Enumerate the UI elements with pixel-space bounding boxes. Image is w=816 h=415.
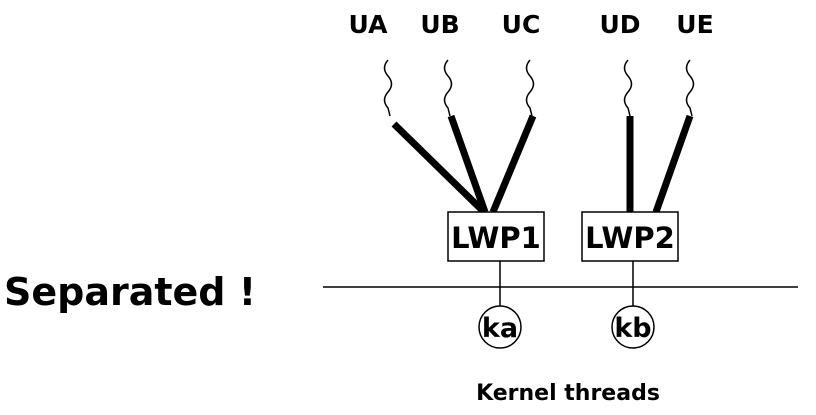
user-thread-wave-uc [525,59,535,117]
user-thread-label-ud: UD [599,10,640,39]
kernel-threads-caption: Kernel threads [476,381,660,406]
user-thread-label-ub: UB [420,10,459,39]
lwp2-label: LWP2 [585,221,675,255]
kernel-thread-kb-circle [611,305,655,349]
user-thread-label-uc: UC [502,10,541,39]
user-thread-wave-ub [443,59,453,117]
user-thread-wave-ud [623,59,633,117]
kernel-thread-ka-label: ka [482,313,518,344]
user-thread-label-ua: UA [349,10,389,39]
connector-uc-lwp1 [489,114,537,214]
user-thread-wave-ue [685,59,695,117]
lwp2-box [581,211,679,262]
kernel-thread-kb-label: kb [614,313,651,344]
user-thread-label-ue: UE [676,10,713,39]
lwp1-box [447,211,545,262]
connector-ue-lwp2 [652,114,694,214]
headline: Separated ! [4,270,256,314]
kernel-thread-ka-circle [478,305,522,349]
connector-ub-lwp1 [447,114,489,214]
connector-ua-lwp1 [391,121,487,215]
user-thread-wave-ua [383,59,393,117]
lwp1-label: LWP1 [451,221,541,255]
